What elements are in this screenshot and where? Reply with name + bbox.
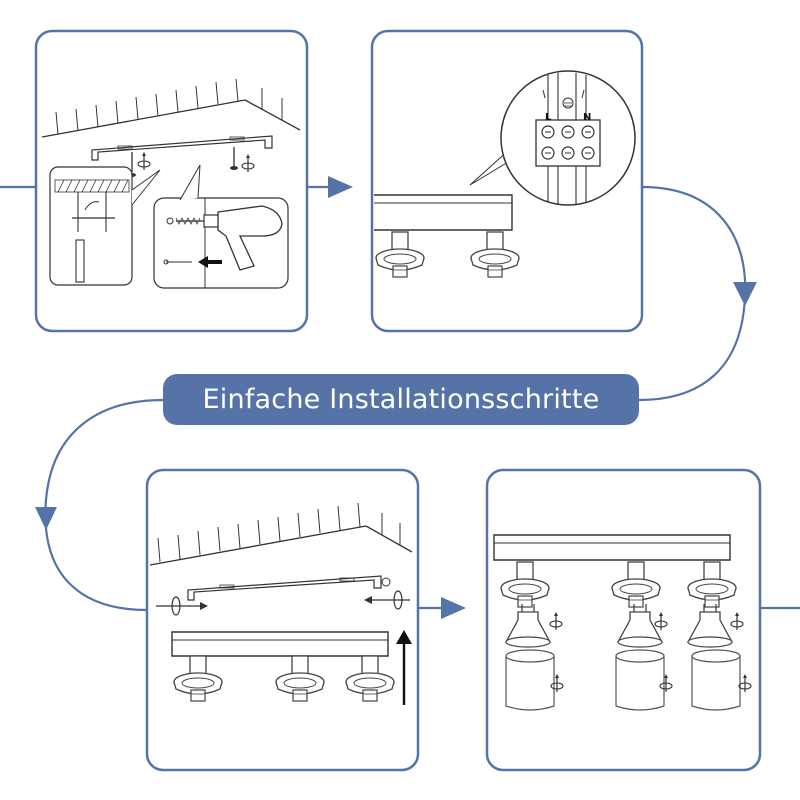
lamp-base [374, 194, 520, 278]
panel-step-3 [145, 468, 420, 772]
panel-step-1 [34, 29, 309, 333]
ceiling [41, 78, 301, 138]
flow-arrow-right-1 [328, 176, 353, 198]
shades [505, 649, 741, 711]
connector-title-3 [44, 398, 164, 612]
lamp-base [493, 534, 737, 608]
terminal-label-l: L [545, 112, 552, 123]
flow-arrow-icon [35, 176, 757, 619]
terminal-label-n: N [583, 112, 591, 123]
lamp-base [171, 631, 395, 702]
mounting-bracket [91, 135, 273, 161]
rotate-icon [156, 590, 410, 616]
panel-step-2: L N [370, 29, 644, 333]
mounting-bracket [187, 575, 391, 601]
drill-icon [175, 205, 283, 271]
title-banner: Einfache Installationsschritte [163, 374, 639, 425]
push-arrow-icon [198, 256, 222, 268]
ceiling [149, 502, 413, 566]
detail-anchor [49, 166, 161, 286]
connector-2-title [638, 185, 747, 402]
flow-arrow-right-2 [441, 597, 466, 619]
terminal-block-icon [500, 70, 636, 206]
arrow-up-icon [396, 630, 412, 705]
flow-arrow-down-left [35, 507, 57, 530]
detail-drill [153, 164, 289, 289]
panel-step-4 [485, 468, 762, 772]
flow-arrow-down [733, 282, 757, 306]
